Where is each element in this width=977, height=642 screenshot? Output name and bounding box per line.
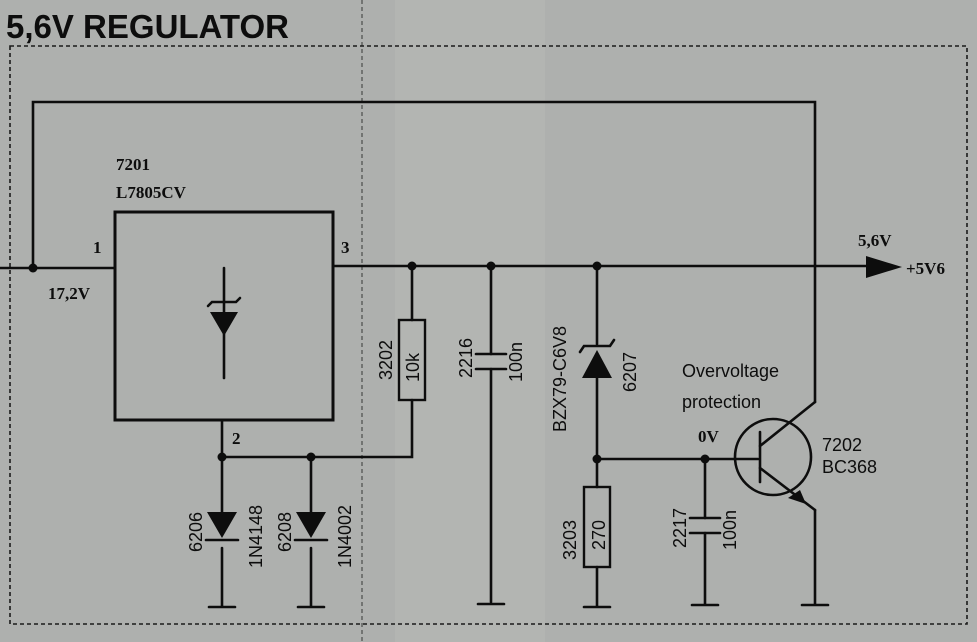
regulator-part: L7805CV (116, 183, 187, 202)
pin-3-label: 3 (341, 238, 350, 257)
wires (0, 100, 872, 608)
diode-6206-part: 1N4148 (246, 505, 266, 568)
transistor-7202-ref: 7202 (822, 435, 862, 455)
capacitor-2217-value: 100n (720, 510, 740, 550)
resistor-3203-ref: 3203 (560, 520, 580, 560)
capacitor-2217-ref: 2217 (670, 508, 690, 548)
capacitor-2216-ref: 2216 (456, 338, 476, 378)
pin-2-label: 2 (232, 429, 241, 448)
ground-symbols (207, 602, 830, 609)
resistor-3203 (582, 485, 612, 569)
regulator-ref: 7201 (116, 155, 150, 174)
resistor-3202-value: 10k (403, 352, 423, 382)
resistor-3202 (397, 318, 427, 402)
regulator-7201 (113, 210, 335, 422)
zener-diode-6207 (578, 338, 616, 378)
zener-6207-part: BZX79-C6V8 (550, 326, 570, 432)
page-title: 5,6V REGULATOR (6, 8, 289, 45)
diode-6206 (204, 512, 240, 542)
resistor-3203-value: 270 (589, 520, 609, 550)
diode-6208-ref: 6208 (275, 512, 295, 552)
diode-6206-ref: 6206 (186, 512, 206, 552)
junction-dots (28, 261, 710, 464)
capacitor-2216-value: 100n (506, 342, 526, 382)
output-net-label: +5V6 (906, 259, 945, 278)
zener-6207-ref: 6207 (620, 352, 640, 392)
transistor-7202 (733, 400, 817, 512)
capacitor-2216 (474, 352, 508, 371)
protection-label-line2: protection (682, 392, 761, 412)
output-arrow-icon (866, 256, 902, 278)
output-voltage-label: 5,6V (858, 231, 892, 250)
capacitor-2217 (688, 516, 722, 535)
resistor-3202-ref: 3202 (376, 340, 396, 380)
base-voltage-label: 0V (698, 427, 720, 446)
input-voltage-label: 17,2V (48, 284, 91, 303)
transistor-7202-part: BC368 (822, 457, 877, 477)
protection-label-line1: Overvoltage (682, 361, 779, 381)
board-outline (9, 45, 968, 625)
pin-1-label: 1 (93, 238, 102, 257)
diode-6208 (293, 512, 329, 542)
diode-6208-part: 1N4002 (335, 505, 355, 568)
